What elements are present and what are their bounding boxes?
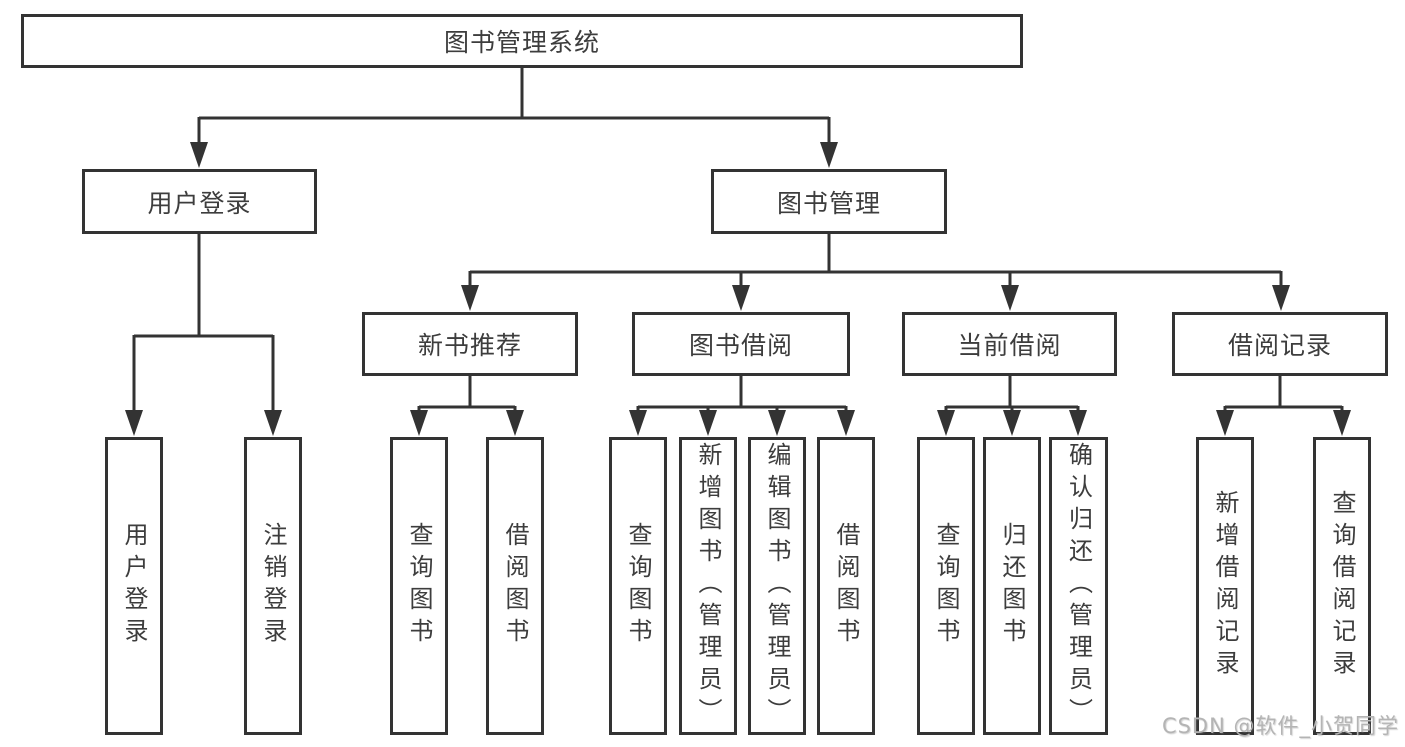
arrow-down-icon	[1333, 410, 1351, 436]
arrow-down-icon	[937, 410, 955, 436]
arrow-down-icon	[732, 285, 750, 311]
arrow-down-icon	[1069, 410, 1087, 436]
node-user-login: 用户登录	[82, 169, 317, 234]
leaf-return-books: 归还图书	[983, 437, 1041, 735]
arrow-down-icon	[1216, 410, 1234, 436]
node-root-library-system: 图书管理系统	[21, 14, 1023, 68]
csdn-watermark: CSDN @软件_小贺同学	[1161, 714, 1399, 738]
connector-borrow-records-to-children	[1223, 376, 1344, 412]
leaf-query-borrow-record: 查询借阅记录	[1313, 437, 1371, 735]
arrow-down-icon	[1001, 285, 1019, 311]
connector-root-to-level2	[197, 68, 831, 144]
arrow-down-icon	[125, 410, 143, 436]
arrow-down-icon	[1272, 285, 1290, 311]
leaf-logout: 注销登录	[244, 437, 302, 735]
node-borrow-records: 借阅记录	[1172, 312, 1388, 376]
arrow-down-icon	[190, 142, 208, 168]
arrow-down-icon	[461, 285, 479, 311]
arrow-down-icon	[699, 410, 717, 436]
connector-current-borrowing-to-children	[944, 376, 1080, 412]
connector-new-book-recommend-to-children	[417, 376, 517, 412]
arrow-down-icon	[768, 410, 786, 436]
connector-user-login-to-children	[132, 234, 275, 412]
leaf-query-books-borrowing: 查询图书	[609, 437, 667, 735]
node-book-management: 图书管理	[711, 169, 947, 234]
arrow-down-icon	[506, 410, 524, 436]
arrow-down-icon	[820, 142, 838, 168]
leaf-add-borrow-record: 新增借阅记录	[1196, 437, 1254, 735]
arrow-down-icon	[264, 410, 282, 436]
leaf-confirm-return-admin: 确认归还（管理员）	[1049, 437, 1108, 735]
leaf-query-books-recommend: 查询图书	[390, 437, 448, 735]
leaf-query-books-current: 查询图书	[917, 437, 975, 735]
connector-book-borrowing-to-children	[636, 376, 848, 412]
arrow-down-icon	[629, 410, 647, 436]
leaf-borrow-books-borrowing: 借阅图书	[817, 437, 875, 735]
arrow-down-icon	[1003, 410, 1021, 436]
arrow-down-icon	[837, 410, 855, 436]
leaf-add-books-admin: 新增图书（管理员）	[679, 437, 737, 735]
leaf-user-login: 用户登录	[105, 437, 163, 735]
node-book-borrowing: 图书借阅	[632, 312, 850, 376]
leaf-borrow-books-recommend: 借阅图书	[486, 437, 544, 735]
connector-book-management-to-children	[468, 234, 1283, 287]
node-new-book-recommend: 新书推荐	[362, 312, 578, 376]
leaf-edit-books-admin: 编辑图书（管理员）	[748, 437, 806, 735]
arrow-down-icon	[410, 410, 428, 436]
node-current-borrowing: 当前借阅	[902, 312, 1117, 376]
